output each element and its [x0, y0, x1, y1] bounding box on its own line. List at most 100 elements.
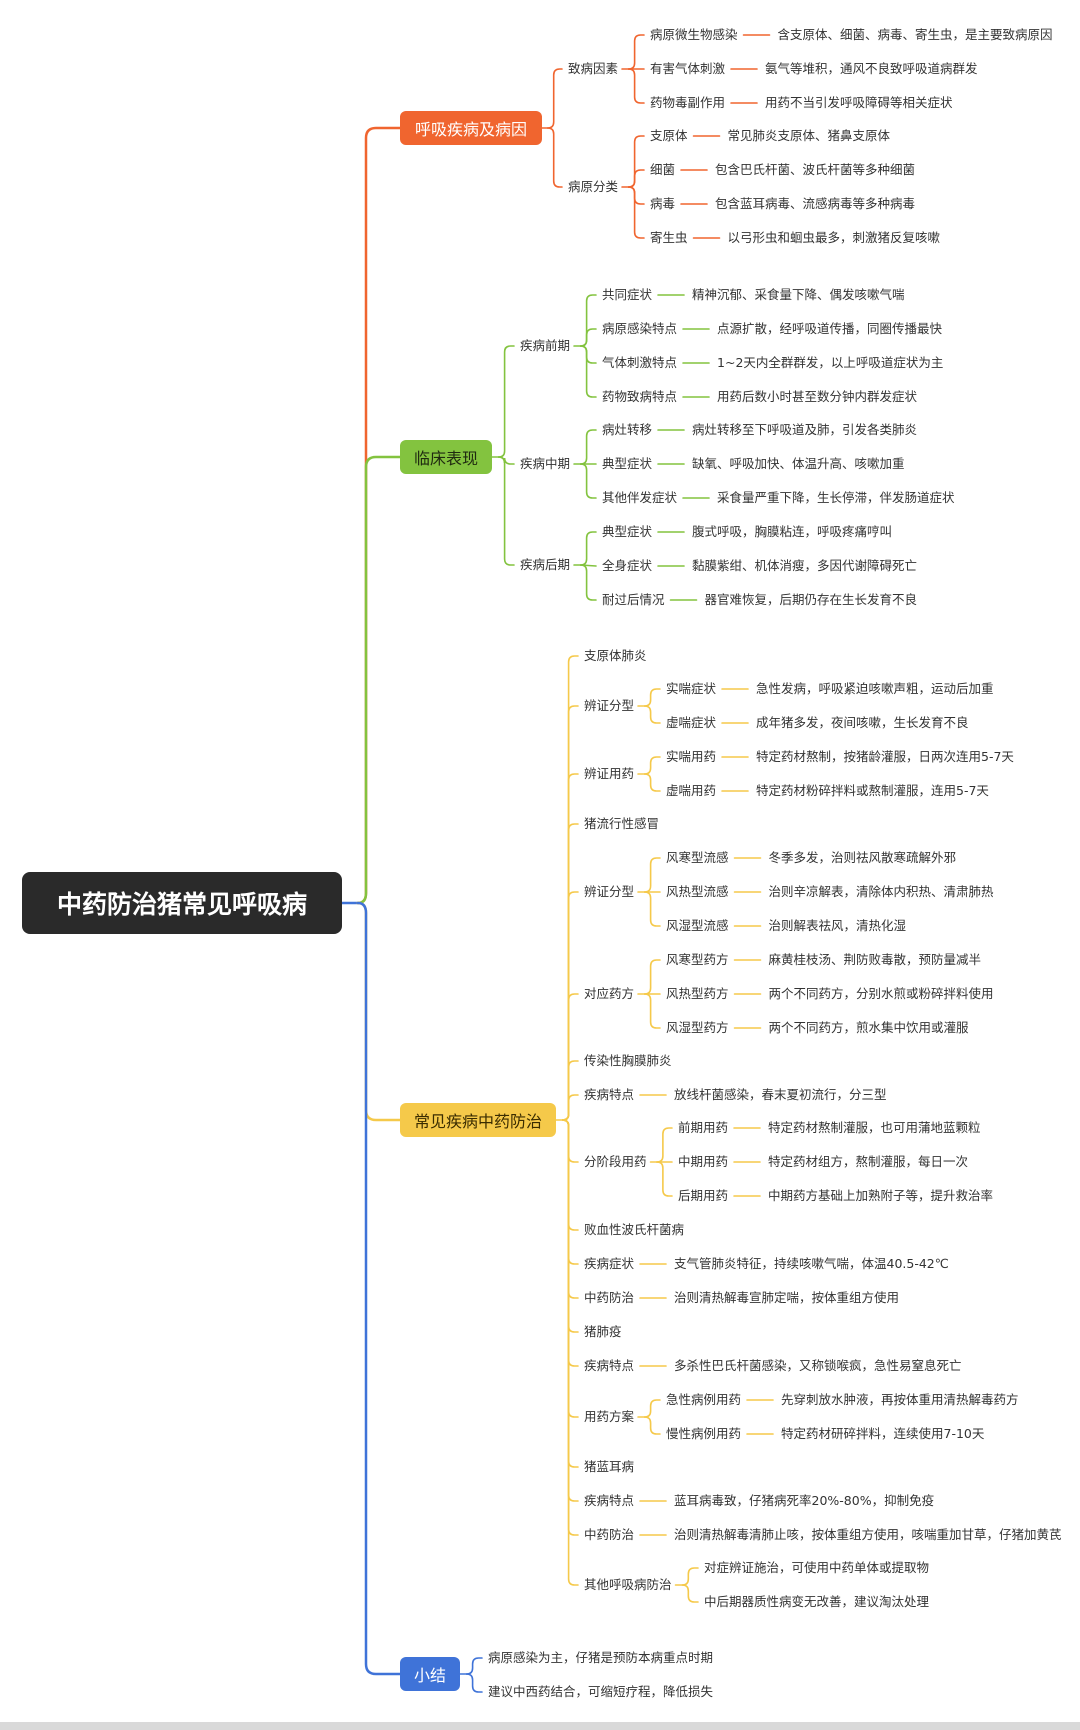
- value-d15-2[interactable]: 特定药材研碎拌料，连续使用7-10天: [781, 1426, 985, 1441]
- value-a2-2[interactable]: 包含巴氏杆菌、波氏杆菌等多种细菌: [715, 162, 916, 177]
- node-c2-2[interactable]: 典型症状: [602, 456, 653, 471]
- node-d6-2[interactable]: 风热型药方: [666, 986, 729, 1001]
- node-a1[interactable]: 致病因素: [568, 61, 619, 76]
- node-d15-1[interactable]: 急性病例用药: [666, 1392, 742, 1407]
- branch-clinical-manifestations[interactable]: 临床表现: [400, 440, 492, 474]
- node-a1-3[interactable]: 药物毒副作用: [650, 95, 726, 110]
- value-d2-1[interactable]: 急性发病，呼吸紧迫咳嗽声粗，运动后加重: [756, 681, 994, 696]
- node-c2[interactable]: 疾病中期: [520, 456, 571, 471]
- node-c2-1[interactable]: 病灶转移: [602, 422, 653, 437]
- value-c3-3[interactable]: 器官难恢复，后期仍存在生长发育不良: [704, 592, 918, 607]
- node-d5[interactable]: 辨证分型: [584, 884, 635, 899]
- node-d6[interactable]: 对应药方: [584, 986, 635, 1001]
- value-a1-1[interactable]: 含支原体、细菌、病毒、寄生虫，是主要致病原因: [777, 27, 1053, 42]
- node-c1-1[interactable]: 共同症状: [602, 287, 653, 302]
- node-d2-1[interactable]: 实喘症状: [666, 681, 717, 696]
- value-c1-4[interactable]: 用药后数小时甚至数分钟内群发症状: [717, 389, 918, 404]
- value-c2-2[interactable]: 缺氧、呼吸加快、体温升高、咳嗽加重: [692, 456, 905, 471]
- node-d3[interactable]: 辨证用药: [584, 766, 635, 781]
- value-a1-2[interactable]: 氨气等堆积，通风不良致呼吸道病群发: [765, 61, 978, 76]
- node-d9[interactable]: 分阶段用药: [584, 1154, 647, 1169]
- value-c3-2[interactable]: 黏膜紫绀、机体消瘦，多因代谢障碍死亡: [692, 558, 918, 573]
- value-d5-3[interactable]: 治则解表祛风，清热化湿: [768, 918, 907, 933]
- value-d5-1[interactable]: 冬季多发，治则祛风散寒疏解外邪: [768, 850, 957, 865]
- node-d9-2[interactable]: 中期用药: [678, 1154, 729, 1169]
- node-d5-1[interactable]: 风寒型流感: [666, 850, 729, 865]
- node-d19[interactable]: 其他呼吸病防治: [584, 1577, 672, 1592]
- node-e1[interactable]: 病原感染为主，仔猪是预防本病重点时期: [488, 1650, 714, 1665]
- node-d19-2[interactable]: 中后期器质性病变无改善，建议淘汰处理: [704, 1594, 930, 1609]
- node-d7[interactable]: 传染性胸膜肺炎: [584, 1053, 672, 1068]
- node-d5-3[interactable]: 风湿型流感: [666, 918, 729, 933]
- value-d6-1[interactable]: 麻黄桂枝汤、荆防败毒散，预防量减半: [768, 952, 982, 967]
- node-d9-1[interactable]: 前期用药: [678, 1120, 729, 1135]
- node-c1-3[interactable]: 气体刺激特点: [602, 355, 678, 370]
- value-c1-3[interactable]: 1~2天内全群群发，以上呼吸道症状为主: [717, 355, 944, 370]
- value-c2-1[interactable]: 病灶转移至下呼吸道及肺，引发各类肺炎: [692, 422, 918, 437]
- node-a2-2[interactable]: 细菌: [650, 162, 676, 177]
- node-d5-2[interactable]: 风热型流感: [666, 884, 729, 899]
- value-d12[interactable]: 治则清热解毒宣肺定喘，按体重组方使用: [674, 1290, 900, 1305]
- node-d19-1[interactable]: 对症辨证施治，可使用中药单体或提取物: [704, 1560, 930, 1575]
- value-d9-1[interactable]: 特定药材熬制灌服，也可用蒲地蓝颗粒: [768, 1120, 981, 1135]
- node-c3-1[interactable]: 典型症状: [602, 524, 653, 539]
- value-c1-1[interactable]: 精神沉郁、采食量下降、偶发咳嗽气喘: [692, 287, 905, 302]
- value-d9-3[interactable]: 中期药方基础上加熟附子等，提升救治率: [768, 1188, 994, 1203]
- node-d12[interactable]: 中药防治: [584, 1290, 635, 1305]
- value-d17[interactable]: 蓝耳病毒致，仔猪病死率20%-80%，抑制免疫: [674, 1493, 935, 1508]
- branch-respiratory-disease-causes[interactable]: 呼吸疾病及病因: [400, 111, 542, 145]
- branch-summary[interactable]: 小结: [400, 1657, 460, 1691]
- value-a1-3[interactable]: 用药不当引发呼吸障碍等相关症状: [765, 95, 953, 110]
- node-a2-4[interactable]: 寄生虫: [650, 230, 688, 245]
- node-a2-1[interactable]: 支原体: [650, 128, 688, 143]
- value-d11[interactable]: 支气管肺炎特征，持续咳嗽气喘，体温40.5-42℃: [674, 1256, 949, 1271]
- node-c3[interactable]: 疾病后期: [520, 557, 571, 572]
- node-d1[interactable]: 支原体肺炎: [584, 648, 647, 663]
- node-a2-3[interactable]: 病毒: [650, 196, 676, 211]
- value-a2-4[interactable]: 以弓形虫和蛔虫最多，刺激猪反复咳嗽: [727, 230, 941, 245]
- value-d18[interactable]: 治则清热解毒清肺止咳，按体重组方使用，咳喘重加甘草，仔猪加黄芪: [674, 1527, 1062, 1542]
- node-d10[interactable]: 败血性波氏杆菌病: [584, 1222, 685, 1237]
- node-c2-3[interactable]: 其他伴发症状: [602, 490, 678, 505]
- node-d2[interactable]: 辨证分型: [584, 698, 635, 713]
- value-d3-1[interactable]: 特定药材熬制，按猪龄灌服，日两次连用5-7天: [756, 749, 1014, 764]
- node-d6-3[interactable]: 风湿型药方: [666, 1020, 729, 1035]
- value-d5-2[interactable]: 治则辛凉解表，清除体内积热、清肃肺热: [768, 884, 994, 899]
- value-d8[interactable]: 放线杆菌感染，春末夏初流行，分三型: [674, 1087, 887, 1102]
- value-d2-2[interactable]: 成年猪多发，夜间咳嗽，生长发育不良: [756, 715, 969, 730]
- value-c2-3[interactable]: 采食量严重下降，生长停滞，伴发肠道症状: [717, 490, 955, 505]
- node-d6-1[interactable]: 风寒型药方: [666, 952, 729, 967]
- value-d6-3[interactable]: 两个不同药方，煎水集中饮用或灌服: [768, 1020, 969, 1035]
- node-d9-3[interactable]: 后期用药: [678, 1188, 729, 1203]
- node-c1-4[interactable]: 药物致病特点: [602, 389, 678, 404]
- node-c3-3[interactable]: 耐过后情况: [602, 592, 665, 607]
- value-a2-1[interactable]: 常见肺炎支原体、猪鼻支原体: [727, 128, 891, 143]
- branch-common-disease-tcm-treatment[interactable]: 常见疾病中药防治: [400, 1103, 556, 1137]
- node-a1-2[interactable]: 有害气体刺激: [650, 61, 726, 76]
- value-d6-2[interactable]: 两个不同药方，分别水煎或粉碎拌料使用: [768, 986, 994, 1001]
- mindmap-root[interactable]: 中药防治猪常见呼吸病: [22, 872, 342, 934]
- node-d3-1[interactable]: 实喘用药: [666, 749, 717, 764]
- node-d3-2[interactable]: 虚喘用药: [666, 783, 717, 798]
- value-a2-3[interactable]: 包含蓝耳病毒、流感病毒等多种病毒: [715, 196, 916, 211]
- node-d18[interactable]: 中药防治: [584, 1527, 635, 1542]
- node-a1-1[interactable]: 病原微生物感染: [650, 27, 738, 42]
- value-d3-2[interactable]: 特定药材粉碎拌料或熬制灌服，连用5-7天: [756, 783, 989, 798]
- node-d15[interactable]: 用药方案: [584, 1409, 635, 1424]
- node-c1[interactable]: 疾病前期: [520, 338, 571, 353]
- node-c3-2[interactable]: 全身症状: [602, 558, 653, 573]
- node-d16[interactable]: 猪蓝耳病: [584, 1459, 635, 1474]
- value-c3-1[interactable]: 腹式呼吸，胸膜粘连，呼吸疼痛哼叫: [692, 524, 893, 539]
- node-a2[interactable]: 病原分类: [568, 179, 619, 194]
- node-d4[interactable]: 猪流行性感冒: [584, 816, 660, 831]
- value-c1-2[interactable]: 点源扩散，经呼吸道传播，同圈传播最快: [717, 321, 943, 336]
- node-d17[interactable]: 疾病特点: [584, 1493, 635, 1508]
- node-d11[interactable]: 疾病症状: [584, 1256, 635, 1271]
- node-d8[interactable]: 疾病特点: [584, 1087, 635, 1102]
- node-d14[interactable]: 疾病特点: [584, 1358, 635, 1373]
- node-d13[interactable]: 猪肺疫: [584, 1324, 622, 1339]
- node-c1-2[interactable]: 病原感染特点: [602, 321, 678, 336]
- value-d9-2[interactable]: 特定药材组方，熬制灌服，每日一次: [768, 1154, 969, 1169]
- node-d15-2[interactable]: 慢性病例用药: [666, 1426, 742, 1441]
- value-d15-1[interactable]: 先穿刺放水肿液，再按体重用清热解毒药方: [781, 1392, 1019, 1407]
